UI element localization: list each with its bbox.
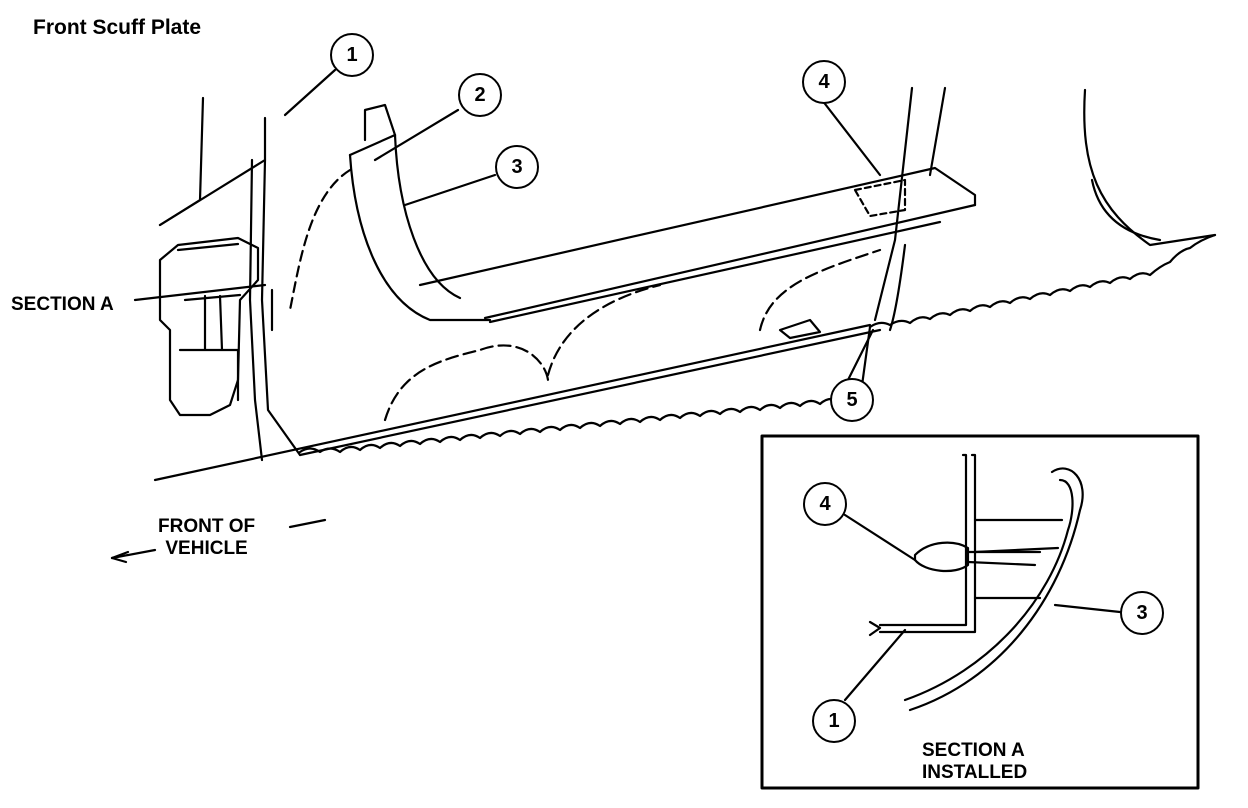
section-a-installed-label: SECTION A INSTALLED xyxy=(922,740,1027,784)
rear-wheel-arch-2 xyxy=(1090,178,1162,242)
scuff-plate-top-edge xyxy=(418,166,977,287)
inset-plate-outer xyxy=(908,467,1084,712)
callout-3: 3 xyxy=(495,145,539,189)
body-pillar-line xyxy=(158,96,205,227)
inset-callout-1: 1 xyxy=(812,699,856,743)
inset-clip-teeth xyxy=(966,550,1042,567)
sill-line xyxy=(153,323,872,482)
scuff-plate-lower-edge xyxy=(483,203,977,320)
callout-5: 5 xyxy=(830,378,874,422)
front-arrow-head xyxy=(110,550,130,564)
inset-vertical-panel xyxy=(878,453,968,627)
door-frame-line xyxy=(248,158,264,462)
section-a-leader xyxy=(133,283,267,302)
callout-1: 1 xyxy=(330,33,374,77)
inset-box xyxy=(760,434,1200,790)
scuff-plate-vertical xyxy=(348,153,492,322)
rear-pillar-line xyxy=(873,86,914,322)
leader-2 xyxy=(373,108,460,162)
body-edge-line xyxy=(158,116,267,227)
inset-callout-3: 3 xyxy=(1120,591,1164,635)
scuff-plate-tab xyxy=(363,103,397,142)
scuff-plate-vertical-inner xyxy=(393,133,462,300)
leader-5 xyxy=(846,328,875,382)
leader-3 xyxy=(403,173,497,207)
installed-label-line1: SECTION A xyxy=(922,740,1025,761)
scuff-plate-lower-edge-2 xyxy=(488,220,942,324)
rear-quarter-curve xyxy=(888,243,907,332)
callout-4: 4 xyxy=(802,60,846,104)
inset-leader-4 xyxy=(843,513,917,562)
front-of-vehicle-label: FRONT OF VEHICLE xyxy=(158,516,255,560)
clip-detail xyxy=(853,178,907,218)
callout-2: 2 xyxy=(458,73,502,117)
sill-serration xyxy=(298,325,872,454)
inset-flange xyxy=(868,620,882,637)
sill-right-serration xyxy=(868,233,1217,329)
diagram-title: Front Scuff Plate xyxy=(33,16,202,39)
inset-leader-3 xyxy=(1053,603,1122,614)
hinge-bracket xyxy=(158,236,260,417)
front-label-line1: FRONT OF xyxy=(158,516,256,537)
inset-plate-inner xyxy=(903,478,1074,702)
door-frame-line-2 xyxy=(260,158,302,457)
rear-pillar-line-2 xyxy=(928,86,947,177)
wire-dashed xyxy=(288,168,352,312)
scuff-plate-top xyxy=(348,133,397,157)
inset-leader-1 xyxy=(843,628,907,702)
clip-bracket xyxy=(778,318,822,340)
rear-wheel-arch xyxy=(1083,88,1217,247)
inset-callout-4: 4 xyxy=(803,482,847,526)
inset-clip xyxy=(913,541,970,573)
section-a-label: SECTION A xyxy=(11,294,114,315)
front-arrow-line xyxy=(110,518,327,560)
sill-wire-dashed xyxy=(383,248,882,422)
sill-upper xyxy=(298,328,882,457)
front-label-line2: VEHICLE xyxy=(165,537,248,559)
installed-label-line2: INSTALLED xyxy=(922,761,1028,783)
hinge-detail xyxy=(176,242,242,402)
leader-4 xyxy=(820,98,882,177)
leader-1 xyxy=(283,68,337,117)
inset-vertical-panel-2 xyxy=(878,453,977,634)
